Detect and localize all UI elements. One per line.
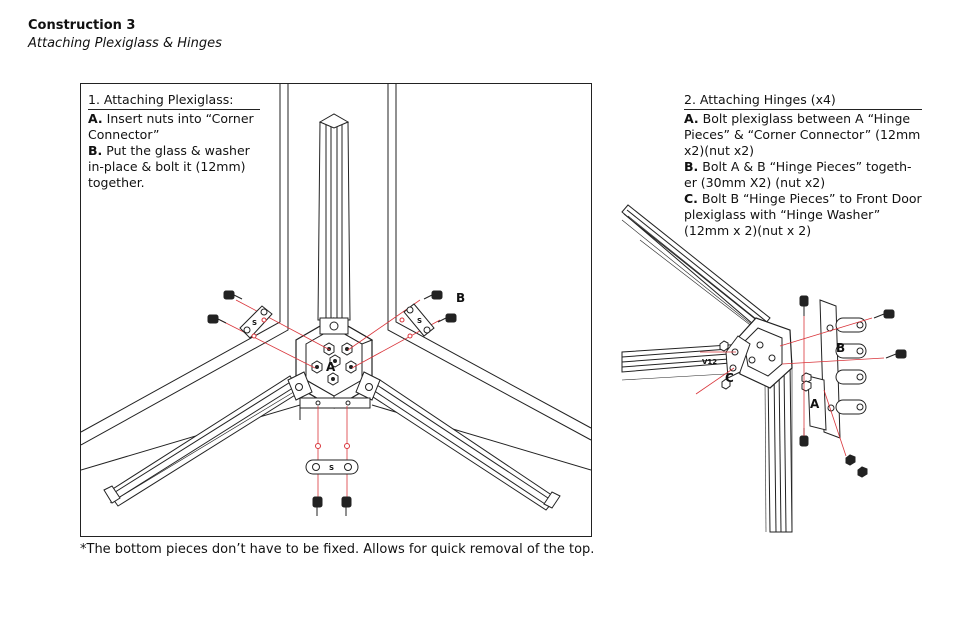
bolt-icon — [437, 313, 457, 323]
step2-heading: 2. Attaching Hinges (x4) — [684, 92, 922, 110]
bolt-icon — [312, 496, 323, 516]
vertical-profile — [317, 113, 351, 321]
hinge-knuckle — [835, 317, 867, 415]
hinge-washer — [239, 305, 273, 339]
step2-item-b: B. Bolt A & B “Hinge Pieces” togeth-er (… — [684, 159, 912, 190]
bolt-icon — [873, 309, 895, 319]
part-mark-washer-left: S — [252, 319, 257, 327]
step2-callout-c: C — [725, 371, 734, 385]
hinge-piece-a — [807, 375, 827, 431]
step1-guide-lines — [219, 299, 441, 500]
step1-item-a: A. Insert nuts into “Corner Connector” — [88, 111, 254, 142]
step2-frame — [621, 204, 793, 533]
step2-callout-b: B — [836, 341, 845, 355]
step2-caption: 2. Attaching Hinges (x4) A. Bolt plexigl… — [684, 92, 922, 239]
step1-heading: 1. Attaching Plexiglass: — [88, 92, 260, 110]
step1-panel — [80, 83, 592, 537]
bolt-icon — [207, 314, 227, 324]
step2-callout-a: A — [810, 397, 820, 411]
page-subtitle: Attaching Plexiglass & Hinges — [28, 36, 222, 51]
part-mark-washer-right: S — [417, 317, 422, 325]
corner-connector — [287, 317, 381, 409]
step1-caption: 1. Attaching Plexiglass: A. Insert nuts … — [88, 92, 260, 191]
step1-right-hardware — [399, 290, 457, 339]
bolt-icon — [223, 290, 243, 300]
part-mark-profile: V12 — [702, 358, 717, 366]
part-mark-washer-bottom: S — [329, 464, 334, 472]
bolt-icon — [885, 349, 907, 359]
nut-icon — [719, 340, 731, 390]
right-profile — [369, 379, 561, 511]
left-profile — [103, 375, 301, 507]
step1-bottom-hardware — [305, 443, 359, 516]
bolt-icon — [423, 290, 443, 300]
top-profile — [621, 204, 771, 331]
plexiglass-sheet-left — [81, 84, 289, 446]
step1-callout-b: B — [456, 291, 465, 305]
step2-item-c: C. Bolt B “Hinge Pieces” to Front Door p… — [684, 191, 922, 238]
step1-left-hardware — [207, 290, 273, 339]
step2-item-a: A. Bolt plexiglass between A “Hinge Piec… — [684, 111, 921, 158]
hinge-washer — [403, 303, 435, 337]
hinge-piece-a-on-connector — [725, 335, 751, 379]
step1-item-b: B. Put the glass & washer in-place & bol… — [88, 143, 250, 190]
plexiglass-sheet-right — [387, 84, 591, 441]
step2-guide-lines — [695, 316, 885, 457]
corner-connector — [735, 317, 793, 389]
step1-callout-a: A — [326, 360, 336, 374]
hinge-washer — [305, 459, 359, 475]
page-title: Construction 3 — [28, 18, 136, 33]
footnote: *The bottom pieces don’t have to be fixe… — [80, 542, 595, 557]
bolt-icon — [799, 295, 809, 316]
bolt-icon — [341, 496, 352, 516]
